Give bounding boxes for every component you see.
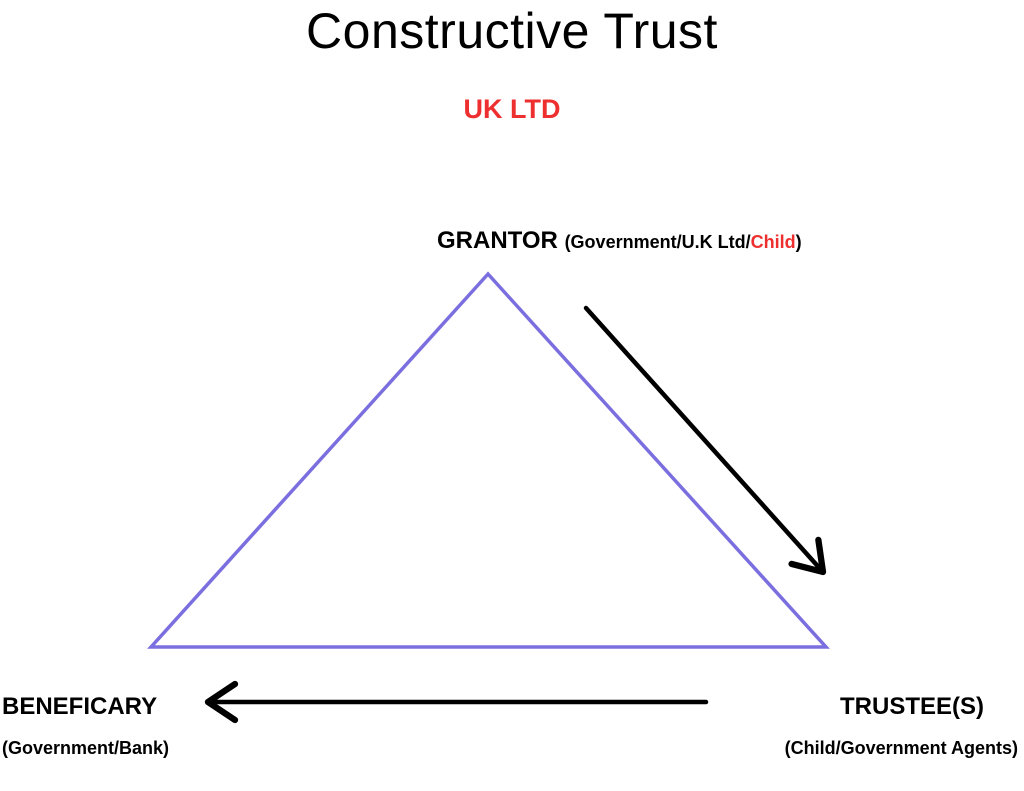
trustee-detail: (Child/Government Agents) (784, 738, 1018, 758)
grantor-label: GRANTOR (Government/U.K Ltd/Child) (437, 227, 802, 255)
beneficiary-detail: (Government/Bank) (2, 738, 170, 758)
grantor-detail-highlight: Child (750, 232, 796, 252)
grantor-detail-close: ) (795, 232, 802, 252)
grantor-to-trustee-arrow (583, 305, 827, 576)
trust-triangle (147, 271, 830, 649)
beneficiary-name: BENEFICARY (2, 693, 158, 720)
grantor-detail-open: (Government/U.K Ltd/ (564, 232, 751, 252)
grantor-detail: (Government/U.K Ltd/Child) (565, 232, 802, 252)
diagram-title: Constructive Trust (306, 3, 718, 59)
diagram-subtitle: UK LTD (463, 94, 561, 124)
trustee-name: TRUSTEE(S) (840, 693, 984, 720)
grantor-name: GRANTOR (437, 227, 558, 254)
